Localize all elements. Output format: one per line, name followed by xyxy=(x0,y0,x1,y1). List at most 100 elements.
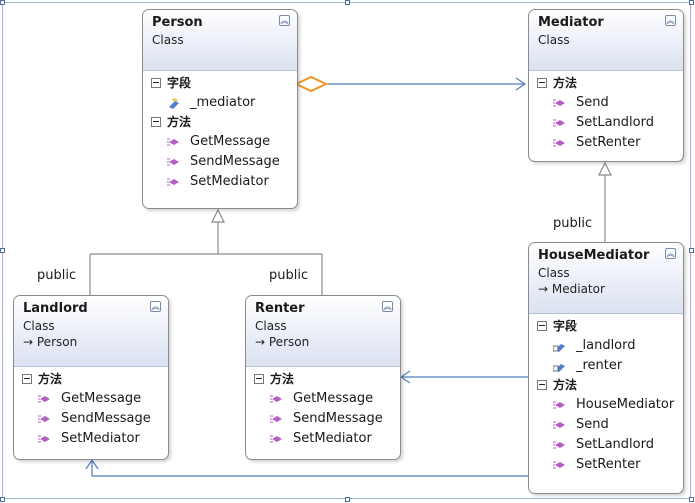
class-box-landlord[interactable]: Landlord Class → Person ︽ 方法 GetMessage … xyxy=(13,295,169,460)
method-item[interactable]: Send xyxy=(529,415,683,435)
method-item[interactable]: SendMessage xyxy=(143,152,297,172)
field-icon xyxy=(169,98,179,109)
method-icon xyxy=(270,395,282,403)
base-class-name: Mediator xyxy=(551,282,605,296)
aggregation-diamond xyxy=(293,75,329,93)
methods-section-header[interactable]: 方法 xyxy=(529,376,683,395)
inherit-triangle-mediator xyxy=(598,161,612,176)
method-name: GetMessage xyxy=(190,134,271,149)
class-name: Landlord xyxy=(23,301,88,316)
class-name: Person xyxy=(152,15,203,30)
field-item[interactable]: _mediator xyxy=(143,93,297,113)
association-arrowhead xyxy=(515,77,527,91)
inherit-label-housemediator: public xyxy=(553,216,593,231)
resize-handle-bottom-right[interactable] xyxy=(689,497,694,502)
association-line-housemediator-landlord[interactable] xyxy=(91,461,528,477)
collapse-minus-icon[interactable] xyxy=(537,321,547,331)
method-icon xyxy=(38,415,50,423)
method-item[interactable]: HouseMediator xyxy=(529,395,683,415)
class-name: HouseMediator xyxy=(538,248,650,263)
resize-handle-top[interactable] xyxy=(345,0,350,5)
double-chevron-up-icon[interactable]: ︽ xyxy=(279,15,290,26)
method-item[interactable]: SetLandlord xyxy=(529,435,683,455)
class-name: Mediator xyxy=(538,15,604,30)
method-item[interactable]: SetRenter xyxy=(529,455,683,475)
method-name: HouseMediator xyxy=(576,397,675,412)
collapse-minus-icon[interactable] xyxy=(254,374,264,384)
resize-handle-bottom-left[interactable] xyxy=(0,497,5,502)
methods-section-header[interactable]: 方法 xyxy=(529,74,683,93)
double-chevron-up-icon[interactable]: ︽ xyxy=(665,15,676,26)
method-icon xyxy=(553,401,565,409)
method-icon xyxy=(553,461,565,469)
method-name: Send xyxy=(576,417,609,432)
class-kind: Class xyxy=(538,33,570,47)
methods-section-header[interactable]: 方法 xyxy=(14,370,168,389)
fields-section-header[interactable]: 字段 xyxy=(529,317,683,336)
class-box-renter[interactable]: Renter Class → Person ︽ 方法 GetMessage Se… xyxy=(245,295,401,460)
base-class-name: Person xyxy=(36,335,78,349)
class-kind: Class xyxy=(255,319,287,333)
inherits-arrow-icon: → xyxy=(255,335,269,349)
class-header: Person Class ︽ xyxy=(143,10,297,71)
method-name: GetMessage xyxy=(293,391,374,406)
method-item[interactable]: SendMessage xyxy=(246,409,400,429)
method-name: SendMessage xyxy=(293,411,383,426)
method-item[interactable]: GetMessage xyxy=(143,132,297,152)
double-chevron-up-icon[interactable]: ︽ xyxy=(382,301,393,312)
field-name: _renter xyxy=(576,358,623,373)
resize-handle-bottom[interactable] xyxy=(345,497,350,502)
method-item[interactable]: Send xyxy=(529,93,683,113)
class-kind: Class xyxy=(23,319,55,333)
collapse-minus-icon[interactable] xyxy=(151,78,161,88)
field-item[interactable]: _landlord xyxy=(529,336,683,356)
methods-section-title: 方法 xyxy=(553,76,578,90)
double-chevron-up-icon[interactable]: ︽ xyxy=(665,248,676,259)
class-box-mediator[interactable]: Mediator Class ︽ 方法 Send SetLandlord Set… xyxy=(528,9,684,162)
method-item[interactable]: GetMessage xyxy=(14,389,168,409)
resize-handle-right[interactable] xyxy=(689,248,694,253)
collapse-minus-icon[interactable] xyxy=(537,78,547,88)
resize-handle-left[interactable] xyxy=(0,248,5,253)
class-header: HouseMediator Class → Mediator ︽ xyxy=(529,243,683,314)
collapse-minus-icon[interactable] xyxy=(22,374,32,384)
association-arrowhead-renter xyxy=(399,370,411,384)
method-item[interactable]: SetMediator xyxy=(246,429,400,449)
methods-section-header[interactable]: 方法 xyxy=(143,113,297,132)
inherit-label-landlord: public xyxy=(37,268,77,283)
fields-section-header[interactable]: 字段 xyxy=(143,74,297,93)
inherit-triangle-person xyxy=(211,208,225,223)
fields-section-title: 字段 xyxy=(167,76,192,90)
class-kind: Class xyxy=(152,33,184,47)
method-name: SetMediator xyxy=(61,431,140,446)
methods-section-title: 方法 xyxy=(270,372,295,386)
method-icon xyxy=(38,435,50,443)
base-class-name: Person xyxy=(268,335,310,349)
method-name: SetRenter xyxy=(576,457,641,472)
double-chevron-up-icon[interactable]: ︽ xyxy=(150,301,161,312)
private-field-icon xyxy=(553,344,565,352)
field-name: _mediator xyxy=(190,95,256,110)
resize-handle-top-right[interactable] xyxy=(689,0,694,5)
method-item[interactable]: GetMessage xyxy=(246,389,400,409)
method-item[interactable]: SendMessage xyxy=(14,409,168,429)
method-item[interactable]: SetMediator xyxy=(14,429,168,449)
collapse-minus-icon[interactable] xyxy=(537,380,547,390)
methods-section-header[interactable]: 方法 xyxy=(246,370,400,389)
inherits-arrow-icon: → xyxy=(538,282,552,296)
collapse-minus-icon[interactable] xyxy=(151,117,161,127)
class-box-person[interactable]: Person Class ︽ 字段 _mediator 方法 GetMessag… xyxy=(142,9,298,209)
class-header: Landlord Class → Person ︽ xyxy=(14,296,168,367)
method-item[interactable]: SetLandlord xyxy=(529,113,683,133)
resize-handle-top-left[interactable] xyxy=(0,0,5,5)
class-box-housemediator[interactable]: HouseMediator Class → Mediator ︽ 字段 _lan… xyxy=(528,242,684,494)
methods-section-title: 方法 xyxy=(167,115,192,129)
field-name: _landlord xyxy=(576,338,636,353)
method-item[interactable]: SetMediator xyxy=(143,172,297,192)
base-class: → Mediator xyxy=(538,281,675,297)
field-item[interactable]: _renter xyxy=(529,356,683,376)
base-class: → Person xyxy=(255,334,392,350)
method-item[interactable]: SetRenter xyxy=(529,133,683,153)
